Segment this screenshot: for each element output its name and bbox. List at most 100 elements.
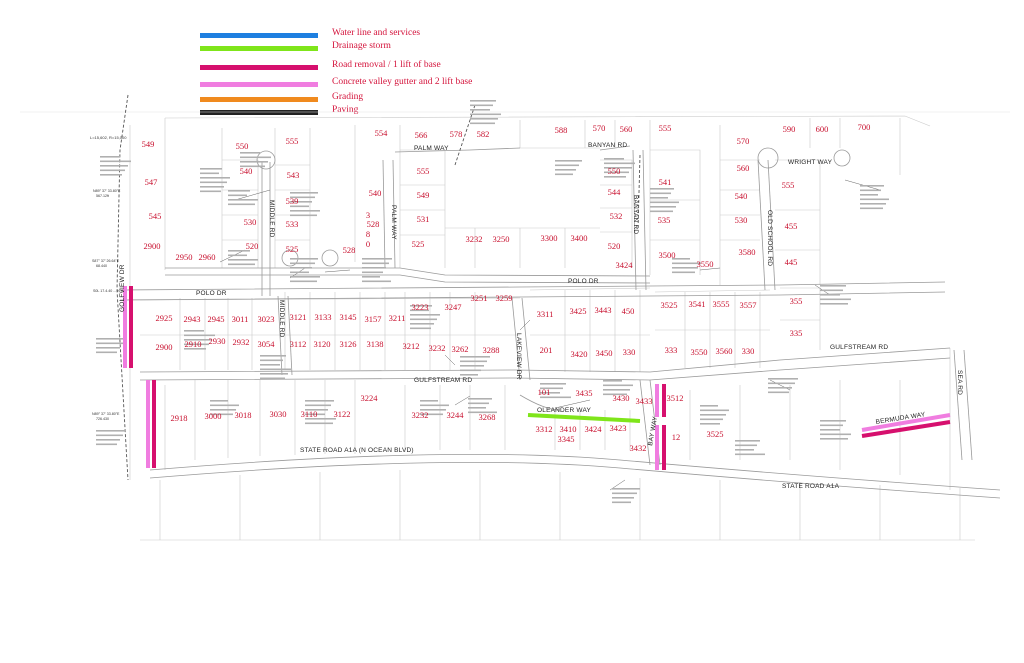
annotation-line xyxy=(100,165,128,167)
annotation-line xyxy=(470,109,490,111)
annotation-line xyxy=(700,414,726,416)
annotation-line xyxy=(184,348,206,350)
lot-number: 3000 xyxy=(205,411,222,421)
lot-number: 335 xyxy=(790,328,803,338)
lot-number: 528 xyxy=(367,219,380,229)
work-highlights xyxy=(123,286,951,470)
annotation-line xyxy=(612,497,634,499)
annotation-line xyxy=(672,271,695,274)
lot-number: 3211 xyxy=(389,313,406,323)
lot-number: 3250 xyxy=(493,234,510,244)
annotation-line xyxy=(96,443,117,446)
annotation-line xyxy=(604,171,629,174)
lot-number: 550 xyxy=(236,141,249,151)
annotation-line xyxy=(184,339,212,341)
annotation-line xyxy=(210,404,239,407)
lot-number: 3126 xyxy=(340,339,357,349)
annotation-line xyxy=(100,160,131,163)
street-old-school-rd: OLD SCHOOL RD xyxy=(766,210,773,266)
annotation-line xyxy=(410,323,434,325)
bearing-b3: S0L 17.4.40 ... N.C xyxy=(93,289,124,293)
lot-number: 570 xyxy=(593,123,606,133)
lot-number: 3232 xyxy=(412,410,429,420)
lot-number: 520 xyxy=(246,241,259,251)
annotation-line xyxy=(468,407,486,409)
lot-number: 3435 xyxy=(576,388,593,398)
annotation-line xyxy=(184,330,204,332)
annotation-line xyxy=(200,190,221,193)
annotation-line xyxy=(860,203,886,205)
lot-number: 3500 xyxy=(659,250,676,260)
cul-de-sacs xyxy=(256,147,851,267)
lot-number: 0 xyxy=(366,239,370,249)
annotation-line xyxy=(820,433,851,436)
lot-number: 525 xyxy=(286,244,299,254)
annotation-line xyxy=(260,355,286,357)
annotation-line xyxy=(410,318,437,321)
annotation-line xyxy=(860,198,889,201)
lot-number: 3122 xyxy=(334,409,351,419)
annotation-line xyxy=(362,258,392,260)
lot-number: 550 xyxy=(608,166,621,176)
lot-number: 588 xyxy=(555,125,568,135)
lot-number: 539 xyxy=(286,196,299,206)
annotation-line xyxy=(820,438,848,440)
lot-number: 3259 xyxy=(496,293,513,303)
lot-number: 3424 xyxy=(585,424,603,434)
lot-number: 3557 xyxy=(740,300,757,310)
lot-number: 3300 xyxy=(541,233,558,243)
street-banyan-rd-top: BANYAN RD xyxy=(588,142,627,149)
annotation-line xyxy=(290,210,320,212)
annotation-line xyxy=(820,285,846,287)
lot-number: 3023 xyxy=(258,314,275,324)
lot-number: 2918 xyxy=(171,413,188,423)
annotation-line xyxy=(612,488,640,490)
lot-number: 570 xyxy=(737,136,750,146)
lot-number: 547 xyxy=(145,177,158,187)
lot-number: 528 xyxy=(343,245,356,255)
lot-number: 2925 xyxy=(156,313,173,323)
lot-number: 3030 xyxy=(270,409,287,419)
legend-swatch-grading xyxy=(200,97,318,102)
lot-number: 330 xyxy=(742,346,755,356)
lot-number: 555 xyxy=(417,166,430,176)
lot-number: 201 xyxy=(540,345,553,355)
annotation-line xyxy=(468,402,489,405)
lot-number: 2945 xyxy=(208,314,225,324)
annotation-line xyxy=(650,201,679,204)
lot-number: 554 xyxy=(375,128,389,138)
annotation-line xyxy=(735,444,757,447)
lot-number: 330 xyxy=(623,347,636,357)
lot-number: 455 xyxy=(785,221,798,231)
annotation-line xyxy=(470,122,495,125)
annotation-line xyxy=(184,343,209,346)
legend-swatch-water xyxy=(200,33,318,38)
annotation-line xyxy=(460,369,481,372)
annotation-line xyxy=(410,309,429,312)
lot-number: 3054 xyxy=(258,339,276,349)
annotation-line xyxy=(420,413,443,416)
street-state-road-a1a-right: STATE ROAD A1A xyxy=(782,483,840,490)
lot-number: 3425 xyxy=(570,306,587,316)
lot-number: 543 xyxy=(287,170,300,180)
annotation-line xyxy=(200,177,230,179)
annotation-line xyxy=(96,351,117,354)
lot-number: 2930 xyxy=(209,336,226,346)
annotation-line xyxy=(260,373,288,375)
lot-number: 3345 xyxy=(558,434,575,444)
annotation-line xyxy=(96,439,120,441)
lot-number: 3433 xyxy=(636,396,653,406)
annotation-line xyxy=(470,113,501,116)
legend-swatch-drainage xyxy=(200,46,318,51)
annotation-line xyxy=(672,262,701,265)
lot-number: 3432 xyxy=(630,443,647,453)
lot-number: 101 xyxy=(538,387,551,397)
annotation-line xyxy=(200,172,219,175)
legend-label-valley-gutter: Concrete valley gutter and 2 lift base xyxy=(332,77,473,87)
annotation-line xyxy=(470,100,496,102)
lot-number: 545 xyxy=(149,211,162,221)
annotation-line xyxy=(210,413,233,416)
bearing-b2-distance: 68.440 xyxy=(96,264,107,268)
annotation-line xyxy=(100,174,122,176)
